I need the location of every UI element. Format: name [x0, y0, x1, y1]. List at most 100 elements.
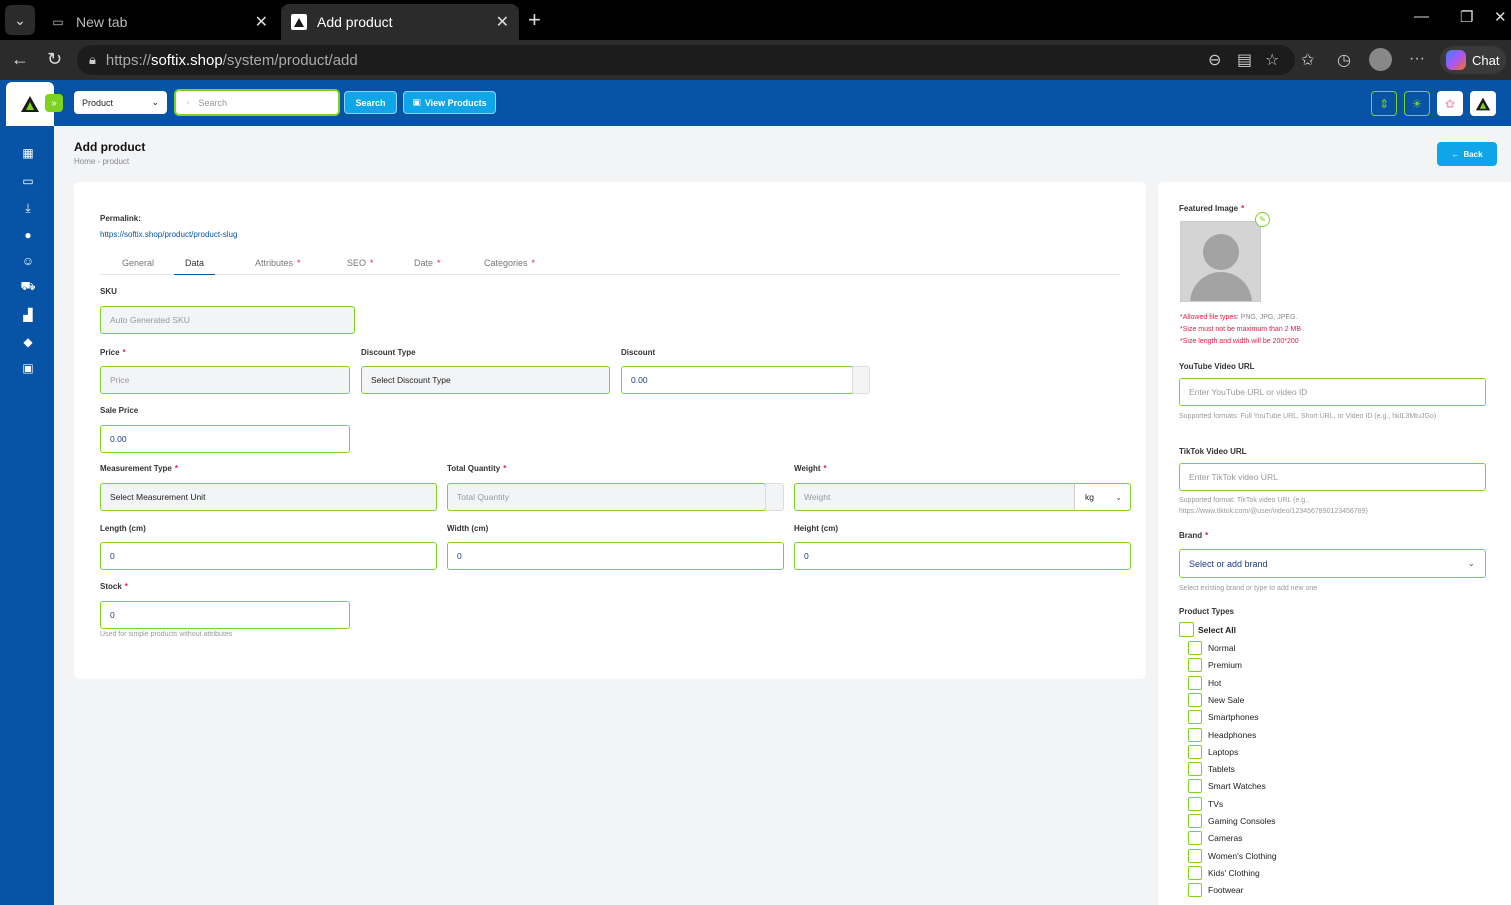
weight-input[interactable]: Weight — [794, 483, 1075, 511]
tab-categories[interactable]: Categories* — [484, 258, 536, 268]
height-label: Height (cm) — [794, 524, 838, 533]
product-type-checkbox[interactable]: TVs — [1188, 796, 1223, 811]
more-menu-icon[interactable]: ··· — [1409, 50, 1425, 67]
tab-title: Add product — [317, 14, 393, 30]
chevron-down-icon: ⌄ — [151, 97, 159, 107]
reader-mode-icon[interactable]: ▤ — [1237, 52, 1253, 69]
download-icon[interactable]: ⤓ — [25, 200, 31, 215]
search-button[interactable]: Search — [344, 91, 397, 114]
briefcase-icon[interactable]: ▣ — [22, 361, 34, 375]
inbox-icon[interactable]: ▭ — [22, 174, 34, 188]
height-input[interactable]: 0 — [794, 542, 1131, 570]
width-label: Width (cm) — [447, 524, 489, 533]
product-type-label: Tablets — [1208, 764, 1235, 775]
product-type-checkbox[interactable]: Headphones — [1188, 727, 1256, 742]
flag-icon[interactable]: ✿ — [1437, 91, 1463, 116]
back-arrow-icon[interactable]: ← — [11, 49, 29, 69]
url-field[interactable]: 🔒︎ https://softix.shop/system/product/ad… — [77, 45, 1295, 75]
tab-new-tab[interactable]: ▭ New tab ✕ — [40, 4, 278, 40]
product-type-checkbox[interactable]: New Sale — [1188, 692, 1244, 707]
discount-input[interactable]: 0.00 — [621, 366, 853, 394]
product-type-checkbox[interactable]: Women's Clothing — [1188, 848, 1277, 863]
refresh-icon[interactable]: ↻ — [47, 49, 63, 69]
permalink-link[interactable]: https://softix.shop/product/product-slug — [100, 230, 238, 239]
close-tab-icon[interactable]: ✕ — [254, 14, 268, 31]
minimize-icon[interactable]: — — [1414, 8, 1429, 25]
user-icon[interactable]: ☺ — [21, 254, 35, 268]
tiktok-input[interactable]: Enter TikTok video URL — [1179, 463, 1486, 491]
tab-add-product[interactable]: Add product ✕ — [281, 4, 519, 40]
profile-avatar-icon[interactable] — [1369, 48, 1392, 71]
tiktok-help: Supported format: TikTok video URL (e.g.… — [1179, 497, 1368, 515]
weight-unit-select[interactable]: kg ⌄ — [1074, 483, 1131, 511]
logo-icon — [1475, 97, 1491, 110]
product-type-checkbox[interactable]: Smartphones — [1188, 710, 1259, 725]
select-all-checkbox[interactable]: Select All — [1179, 622, 1236, 637]
tab-menu-chevron-icon[interactable]: ⌄ — [5, 5, 35, 35]
user-menu-logo[interactable] — [1470, 91, 1496, 116]
youtube-input[interactable]: Enter YouTube URL or video ID — [1179, 378, 1486, 406]
favorites-list-icon[interactable]: ✩ — [1301, 52, 1315, 69]
breadcrumb[interactable]: Home - product — [74, 157, 130, 166]
settings-icon[interactable]: ● — [24, 228, 32, 242]
total-quantity-input[interactable]: Total Quantity — [447, 483, 766, 511]
tab-attributes[interactable]: Attributes* — [255, 258, 301, 268]
boxes-icon[interactable]: ▟ — [23, 308, 33, 322]
product-type-checkbox[interactable]: Smart Watches — [1188, 779, 1266, 794]
youtube-label: YouTube Video URL — [1179, 362, 1255, 371]
product-type-checkbox[interactable]: Kids' Clothing — [1188, 865, 1260, 880]
sidebar-toggle-icon[interactable]: » — [45, 94, 63, 112]
tab-date[interactable]: Date* — [414, 258, 441, 268]
checkbox-icon — [1188, 779, 1202, 794]
tab-seo[interactable]: SEO* — [347, 258, 374, 268]
length-input[interactable]: 0 — [100, 542, 437, 570]
zoom-icon[interactable]: ⊖ — [1208, 52, 1222, 69]
checkbox-icon — [1188, 865, 1202, 880]
header-search-input[interactable]: ⌕ Search — [174, 89, 340, 116]
copilot-chat-button[interactable]: Chat — [1440, 46, 1506, 74]
view-products-button[interactable]: ▣ View Products — [403, 91, 496, 114]
brand-select[interactable]: Select or add brand ⌄ — [1179, 549, 1486, 578]
stock-input[interactable]: 0 — [100, 601, 350, 629]
checkbox-icon — [1188, 692, 1202, 707]
product-type-checkbox[interactable]: Footwear — [1188, 883, 1243, 898]
product-type-checkbox[interactable]: Cameras — [1188, 831, 1242, 846]
checkbox-icon — [1188, 762, 1202, 777]
new-tab-plus-icon[interactable]: + — [528, 7, 541, 32]
product-type-checkbox[interactable]: Tablets — [1188, 762, 1235, 777]
sale-price-input[interactable]: 0.00 — [100, 425, 350, 453]
back-button[interactable]: ← Back — [1437, 142, 1497, 166]
width-input[interactable]: 0 — [447, 542, 784, 570]
search-placeholder: Search — [198, 97, 228, 108]
cart-icon[interactable]: ⛟ — [20, 279, 36, 293]
youtube-help: Supported formats: Full YouTube URL, Sho… — [1179, 413, 1437, 420]
tag-icon[interactable]: ◆ — [23, 335, 33, 349]
product-type-checkbox[interactable]: Normal — [1188, 641, 1235, 655]
dashboard-icon[interactable]: ▦ — [22, 146, 34, 160]
product-type-checkbox[interactable]: Laptops — [1188, 744, 1238, 759]
close-window-icon[interactable]: ✕ — [1494, 9, 1507, 26]
featured-image-preview[interactable] — [1180, 221, 1261, 302]
tab-data[interactable]: Data — [174, 254, 215, 275]
close-tab-icon[interactable]: ✕ — [495, 14, 509, 31]
favorite-star-icon[interactable]: ☆ — [1265, 52, 1280, 69]
edit-pencil-icon[interactable]: ✎ — [1255, 212, 1270, 227]
price-input[interactable]: Price — [100, 366, 350, 394]
allowed-types-note: *Allowed file types: PNG, JPG, JPEG. — [1180, 314, 1298, 321]
product-type-checkbox[interactable]: Premium — [1188, 658, 1242, 673]
measurement-type-select[interactable]: Select Measurement Unit — [100, 483, 437, 511]
product-type-checkbox[interactable]: Hot — [1188, 675, 1221, 690]
sort-icon[interactable]: ⇕ — [1371, 91, 1397, 116]
search-type-select[interactable]: Product ⌄ — [74, 91, 167, 114]
sku-input[interactable]: Auto Generated SKU — [100, 306, 355, 334]
restore-icon[interactable]: ❐ — [1460, 9, 1474, 26]
product-type-checkbox[interactable]: Gaming Consoles — [1188, 814, 1276, 828]
sun-theme-icon[interactable]: ☀ — [1404, 91, 1430, 116]
total-quantity-addon — [765, 483, 784, 511]
history-icon[interactable]: ◷ — [1337, 52, 1351, 69]
chat-label: Chat — [1472, 52, 1500, 68]
tab-general[interactable]: General — [122, 258, 155, 268]
checkbox-icon — [1188, 814, 1202, 828]
featured-image-label: Featured Image* — [1179, 204, 1245, 213]
discount-type-select[interactable]: Select Discount Type — [361, 366, 610, 394]
